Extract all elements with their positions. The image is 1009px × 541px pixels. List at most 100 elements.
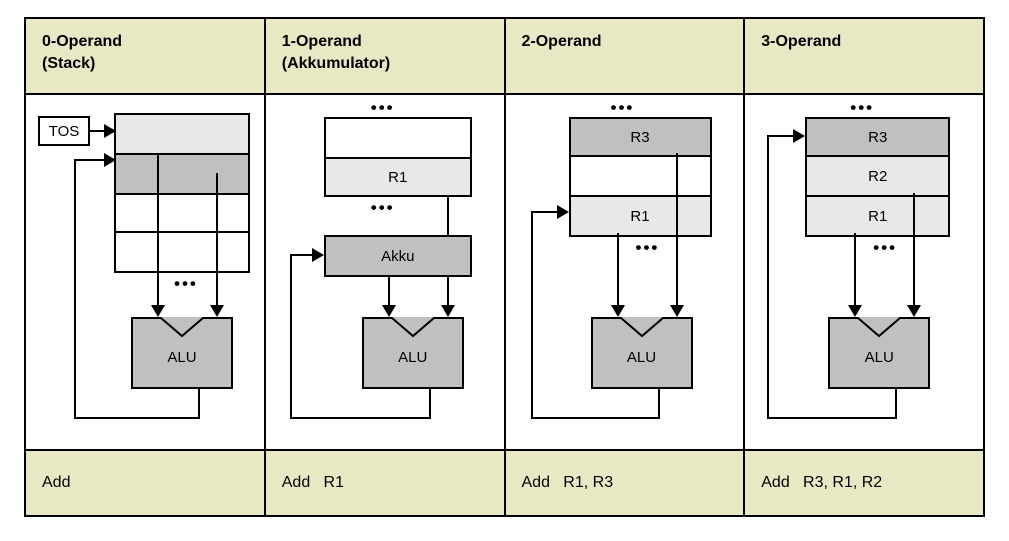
alu-shape — [361, 317, 464, 389]
two-operand-machine-diagram: ••• R3 R1 — [506, 95, 744, 449]
register-cell-0 — [325, 119, 470, 159]
instruction-cell-three-operand: Add R3, R1, R2 — [745, 451, 983, 515]
instruction-label: Add R1 — [281, 474, 345, 491]
register-cell-r1: R1 — [807, 197, 949, 235]
alu-input-arrow-left — [381, 305, 396, 317]
alu-block: ALU — [361, 317, 464, 389]
diagram-cell-two-operand: ••• R3 R1 — [506, 95, 746, 449]
alu-result-arrow-head — [104, 153, 116, 167]
diagram-cell-one-operand: ••• R1 ••• — [266, 95, 506, 449]
table-instruction-row: Add Add R1 Add R1, R3 Add R3, R1, R2 — [26, 449, 983, 515]
register-operand-wire-r2 — [913, 193, 916, 309]
alu-input-arrow-right — [440, 305, 455, 317]
register-operand-wire-r1 — [854, 233, 857, 309]
alu-label: ALU — [398, 349, 428, 366]
column-header-label: 1-Operand (Akkumulator) — [281, 33, 391, 72]
alu-label: ALU — [864, 349, 894, 366]
alu-result-wire-across — [767, 417, 898, 419]
alu-input-arrow-right — [669, 305, 684, 317]
register-cell-r2: R2 — [807, 157, 949, 197]
alu-label: ALU — [167, 349, 197, 366]
diagram-cell-three-operand: ••• R3 R2 R1 — [745, 95, 983, 449]
column-header-label: 2-Operand — [521, 33, 602, 50]
alu-input-arrow-right — [907, 305, 922, 317]
alu-shape — [828, 317, 931, 389]
register-operand-wire-r1 — [616, 233, 619, 309]
register-cell-label: R3 — [868, 128, 888, 146]
register-cell-label: R1 — [630, 207, 650, 225]
register-cell-label: R1 — [868, 207, 888, 225]
register-ellipsis-top: ••• — [850, 98, 875, 117]
register-file-box: R3 R1 — [568, 117, 712, 237]
header-cell-zero-operand: 0-Operand (Stack) — [26, 19, 266, 93]
tos-arrow-line — [90, 130, 106, 132]
tos-pointer-box: TOS — [38, 116, 90, 146]
alu-input-arrow-left — [610, 305, 625, 317]
tos-label: TOS — [48, 122, 80, 140]
three-operand-machine-diagram: ••• R3 R2 R1 — [745, 95, 983, 449]
alu-result-arrow-head — [793, 129, 806, 143]
register-ellipsis-bottom: ••• — [370, 198, 395, 217]
accumulator-label: Akku — [381, 247, 415, 265]
alu-result-arrow-head — [556, 205, 569, 219]
register-ellipsis-top: ••• — [370, 98, 395, 117]
alu-shape — [131, 317, 233, 389]
accumulator-box: Akku — [323, 235, 472, 277]
alu-input-arrow-right — [210, 305, 224, 317]
stack-box — [114, 113, 250, 273]
register-cell-label: R2 — [868, 167, 888, 185]
register-ellipsis-bottom: ••• — [635, 238, 660, 257]
stack-cell-2 — [116, 195, 248, 233]
header-cell-two-operand: 2-Operand — [505, 19, 746, 93]
alu-result-arrow-head — [311, 248, 324, 262]
register-cell-label: R1 — [388, 168, 408, 186]
diagram-cell-zero-operand: TOS — [26, 95, 266, 449]
stack-operand-wire-left — [157, 153, 159, 309]
instruction-cell-zero-operand: Add — [26, 451, 266, 515]
alu-result-wire-up — [767, 135, 770, 419]
alu-result-wire-into-accumulator — [289, 254, 314, 256]
instruction-cell-one-operand: Add R1 — [265, 451, 506, 515]
instruction-label: Add R1, R3 — [521, 474, 614, 491]
alu-result-wire-down — [895, 387, 898, 419]
alu-result-wire-down — [198, 387, 200, 419]
alu-result-wire-up — [530, 211, 533, 419]
register-cell-label: R3 — [630, 128, 650, 146]
alu-result-wire-into-register — [530, 211, 559, 213]
register-cell-empty — [570, 157, 710, 197]
register-file-box: R3 R2 R1 — [805, 117, 951, 237]
register-cell-r3: R3 — [807, 119, 949, 157]
register-cell-r1: R1 — [570, 197, 710, 235]
accumulator-operand-wire — [387, 275, 390, 309]
stack-cell-3 — [116, 233, 248, 271]
alu-result-wire-across — [74, 417, 200, 419]
alu-label: ALU — [626, 349, 657, 366]
stack-cell-0 — [116, 115, 248, 155]
alu-result-wire-across — [289, 417, 431, 419]
column-header-label: 0-Operand (Stack) — [42, 33, 123, 72]
register-cell-r3: R3 — [570, 119, 710, 157]
alu-block: ALU — [131, 317, 233, 389]
alu-result-wire-into-stack — [74, 159, 106, 161]
stack-ellipsis: ••• — [174, 274, 198, 293]
register-ellipsis-top: ••• — [610, 98, 635, 117]
alu-block: ALU — [590, 317, 693, 389]
table-header-row: 0-Operand (Stack) 1-Operand (Akkumulator… — [26, 19, 983, 95]
register-file-box: R1 — [323, 117, 472, 197]
alu-result-wire-down — [428, 387, 431, 419]
alu-result-wire-up — [289, 254, 292, 419]
operand-format-table: 0-Operand (Stack) 1-Operand (Akkumulator… — [24, 17, 985, 517]
register-ellipsis-bottom: ••• — [873, 238, 898, 257]
alu-shape — [590, 317, 693, 389]
alu-result-wire-across — [530, 417, 660, 419]
header-cell-three-operand: 3-Operand — [745, 19, 983, 93]
alu-input-arrow-left — [848, 305, 863, 317]
stack-machine-diagram: TOS — [26, 95, 264, 449]
header-cell-one-operand: 1-Operand (Akkumulator) — [265, 19, 506, 93]
column-header-label: 3-Operand — [761, 33, 842, 50]
accumulator-machine-diagram: ••• R1 ••• — [266, 95, 504, 449]
table-diagram-row: TOS — [26, 95, 983, 449]
alu-result-wire-into-register — [767, 135, 796, 137]
stack-operand-wire-right — [216, 173, 218, 309]
